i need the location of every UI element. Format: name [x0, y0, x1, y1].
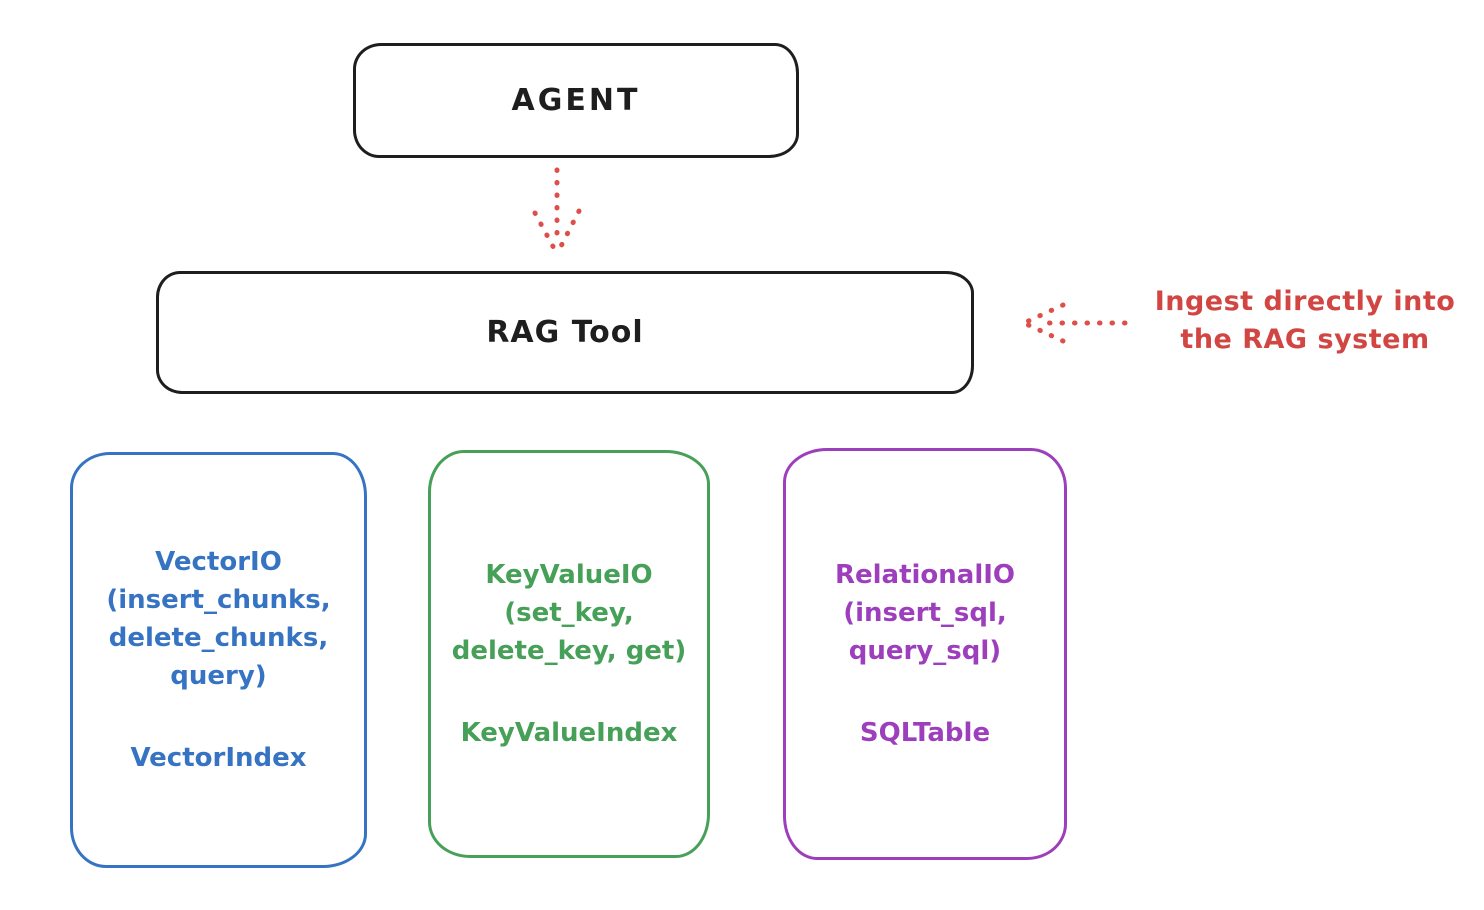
relational-io-node: RelationalIO (insert_sql, query_sql) SQL…	[783, 448, 1067, 860]
keyvalue-io-title: KeyValueIO (set_key, delete_key, get)	[452, 556, 687, 670]
vector-io-line3: delete_chunks,	[108, 623, 329, 653]
vector-index-label: VectorIndex	[130, 743, 307, 773]
vector-io-line2: (insert_chunks,	[106, 585, 331, 615]
keyvalue-io-line3: delete_key, get)	[451, 636, 687, 666]
vector-io-title: VectorIO (insert_chunks, delete_chunks, …	[106, 543, 330, 695]
relational-io-line2: (insert_sql,	[843, 598, 1007, 628]
keyvalue-index-label: KeyValueIndex	[460, 718, 678, 748]
relational-io-title: RelationalIO (insert_sql, query_sql)	[835, 556, 1015, 670]
agent-label: AGENT	[511, 83, 641, 118]
ingest-annotation: Ingest directly into the RAG system	[1130, 283, 1480, 359]
agent-node: AGENT	[353, 43, 799, 158]
ingest-annotation-line2: the RAG system	[1180, 324, 1430, 355]
vector-io-node: VectorIO (insert_chunks, delete_chunks, …	[70, 452, 367, 868]
sql-table-label: SQLTable	[859, 718, 991, 748]
keyvalue-io-node: KeyValueIO (set_key, delete_key, get) Ke…	[428, 450, 710, 858]
ingest-annotation-line1: Ingest directly into	[1154, 286, 1456, 317]
relational-io-line1: RelationalIO	[834, 560, 1016, 590]
rag-tool-label: RAG Tool	[486, 315, 644, 350]
relational-io-line3: query_sql)	[848, 636, 1002, 666]
rag-tool-node: RAG Tool	[156, 271, 974, 394]
vector-io-line1: VectorIO	[155, 547, 282, 577]
vector-io-line4: query)	[170, 661, 267, 691]
keyvalue-io-line1: KeyValueIO	[485, 560, 653, 590]
keyvalue-io-line2: (set_key,	[504, 598, 634, 628]
